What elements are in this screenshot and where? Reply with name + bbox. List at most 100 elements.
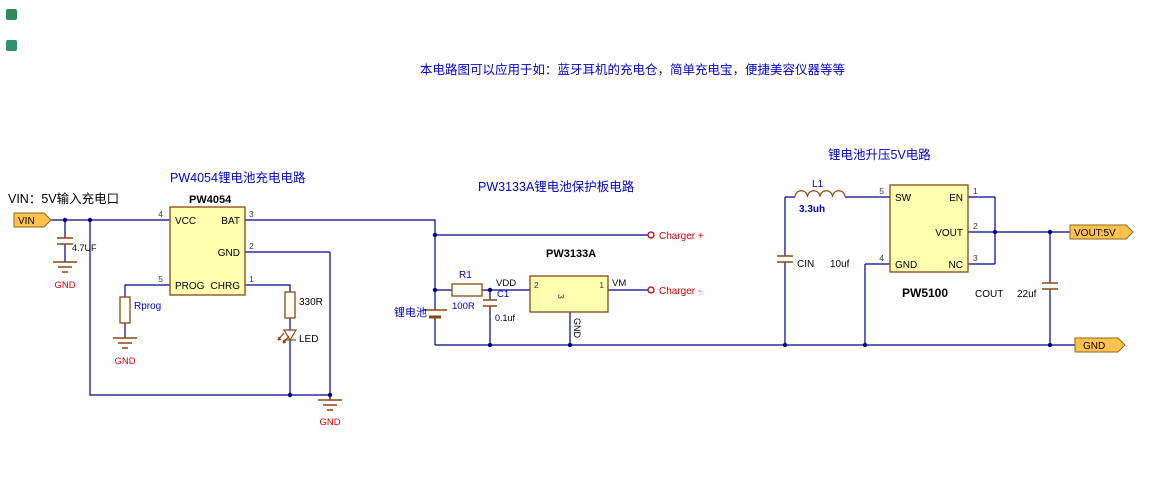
pw5100-pin-gnd: GND: [895, 260, 917, 271]
led-d1: LED: [277, 329, 318, 345]
pw3133a-pin-gnd: GND: [572, 318, 582, 339]
junction-dot: [287, 392, 293, 398]
vin-port-label: VIN: [18, 216, 35, 227]
capacitor-c1: C1 0.1uf: [483, 289, 516, 323]
wire-5100-gnd: [864, 263, 890, 345]
pw5100-pin-en: EN: [949, 193, 963, 204]
led-arrows-icon: [277, 332, 290, 344]
pw4054-pin-chrg: CHRG: [211, 281, 241, 292]
pw4054-pin-num-3: 3: [249, 209, 254, 219]
section-title-charge: PW4054锂电池充电电路: [170, 170, 306, 185]
pw4054-pin-gnd: GND: [218, 248, 240, 259]
cout-label: COUT: [975, 289, 1003, 300]
port-vout: VOUT:5V: [1069, 224, 1134, 240]
r1-value: 100R: [452, 301, 475, 312]
pw4054-pin-bat: BAT: [221, 216, 240, 227]
pw3133a-pin-num-2: 2: [534, 280, 539, 290]
wire-bat-to-battery: [245, 219, 436, 345]
input-description: VIN：5V输入充电口: [8, 191, 119, 206]
capacitor-icon: [57, 237, 73, 245]
junction-dot: [327, 392, 333, 398]
vout-port-tag: [1069, 224, 1134, 240]
wire-chrg-led: [245, 284, 291, 395]
led-icon: [282, 329, 298, 342]
capacitor-icon: [483, 299, 497, 307]
terminal-charger-plus: Charger +: [647, 231, 704, 242]
pw4054-pin-prog: PROG: [175, 281, 205, 292]
section-title-protect: PW3133A锂电池保护板电路: [478, 179, 635, 194]
pw5100-pin-nc: NC: [949, 260, 963, 271]
chip-pw3133a: PW3133A VDD VM 2 1 3 GND: [496, 248, 626, 339]
wires: [51, 196, 1075, 400]
corner-marker-icon: [6, 40, 17, 51]
pw4054-body: [169, 206, 246, 296]
pw5100-body: [889, 184, 969, 273]
rprog-label: Rprog: [134, 301, 161, 312]
resistor-rprog: Rprog: [119, 296, 161, 324]
junction-dot: [992, 229, 998, 235]
junction-dot: [862, 342, 868, 348]
pw5100-pin-num-5: 5: [879, 186, 884, 196]
pw3133a-body: [529, 275, 609, 313]
pw4054-pin-num-5: 5: [158, 274, 163, 284]
pw5100-pin-num-2: 2: [973, 221, 978, 231]
ground-icon: [53, 261, 77, 273]
junction-dot: [567, 342, 573, 348]
ground-icon: [113, 337, 137, 349]
capacitor-cin: CIN 10uf: [777, 255, 850, 270]
ground-symbol-rprog: GND: [113, 337, 137, 367]
capacitor-4u7: 4.7UF: [57, 237, 97, 253]
resistor-icon: [119, 296, 131, 324]
port-vin: VIN: [13, 212, 52, 228]
pw4054-pin-num-4: 4: [158, 209, 163, 219]
cin-label: CIN: [797, 259, 814, 270]
resistor-icon: [451, 283, 483, 297]
pw5100-pin-vout: VOUT: [935, 228, 963, 239]
capacitor-icon: [1042, 282, 1058, 290]
section-title-boost: 锂电池升压5V电路: [828, 147, 931, 162]
battery-cell: 锂电池: [394, 305, 447, 319]
junction-dot: [432, 232, 438, 238]
application-note: 本电路图可以应用于如：蓝牙耳机的充电仓，简单充电宝，便捷美容仪器等等: [420, 62, 845, 77]
charger-minus-label: Charger -: [659, 286, 701, 297]
capacitor-cout: COUT 22uf: [975, 282, 1058, 300]
l1-value: 3.3uh: [799, 204, 825, 215]
ground-icon: [318, 399, 342, 411]
wire-vin-led-return: [89, 220, 330, 396]
vout-port-label: VOUT:5V: [1074, 228, 1116, 239]
pw4054-title: PW4054: [189, 194, 232, 206]
ground-label: GND: [114, 356, 135, 367]
junction-dot: [487, 287, 493, 293]
junction-dot: [782, 342, 788, 348]
ground-symbol-main: GND: [318, 399, 342, 428]
pw4054-pin-num-1: 1: [249, 274, 254, 284]
pw5100-pin-num-3: 3: [973, 253, 978, 263]
pw5100-pin-num-1: 1: [973, 186, 978, 196]
junction-dots: [62, 217, 1053, 398]
pw3133a-pin-num-1: 1: [599, 280, 604, 290]
capacitor-value: 4.7UF: [72, 243, 97, 253]
resistor-r1: R1 100R: [451, 270, 483, 312]
wire-prog: [124, 284, 170, 338]
charger-plus-label: Charger +: [659, 231, 704, 242]
pw3133a-title: PW3133A: [546, 248, 596, 260]
chip-pw4054: PW4054 VCC BAT GND PROG CHRG 4 3 2 5 1: [158, 194, 254, 296]
wire-boost-input-cin: [784, 196, 795, 345]
pw4054-pin-num-2: 2: [249, 241, 254, 251]
pw3133a-pin-vdd: VDD: [496, 278, 516, 289]
junction-dot: [1047, 342, 1053, 348]
pw5100-title: PW5100: [902, 286, 948, 300]
r1-label: R1: [459, 270, 472, 281]
ground-label: GND: [319, 417, 340, 428]
resistor-330r: 330R: [284, 291, 323, 319]
l1-label: L1: [812, 179, 824, 190]
vin-port-tag: [13, 212, 52, 228]
terminal-icon: [647, 286, 655, 294]
c1-label: C1: [497, 289, 509, 300]
r330-value: 330R: [299, 297, 323, 308]
battery-label: 锂电池: [394, 305, 427, 319]
pw5100-pin-sw: SW: [895, 193, 912, 204]
corner-markers: [6, 9, 17, 51]
